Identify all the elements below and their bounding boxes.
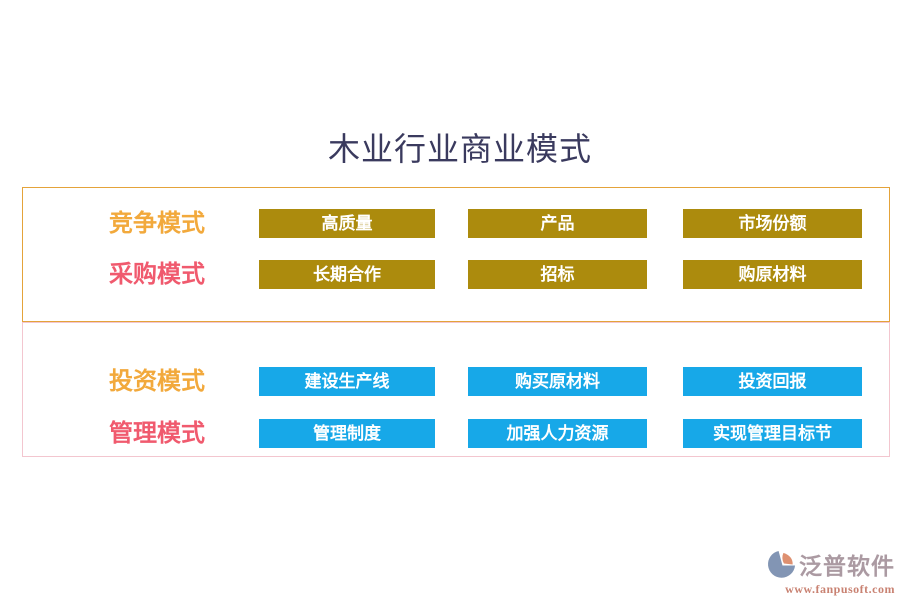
button-build-production-line[interactable]: 建设生产线 <box>259 367 435 396</box>
label-investment-mode: 投资模式 <box>109 369 205 395</box>
button-purchase-raw-materials[interactable]: 购原材料 <box>683 260 862 289</box>
lower-section-box: 投资模式 建设生产线 购买原材料 投资回报 管理模式 管理制度 加强人力资源 实… <box>22 322 890 457</box>
button-high-quality[interactable]: 高质量 <box>259 209 435 238</box>
procurement-mode-row: 采购模式 长期合作 招标 购原材料 <box>23 260 889 290</box>
management-mode-row: 管理模式 管理制度 加强人力资源 实现管理目标节 <box>23 419 889 449</box>
label-management-mode: 管理模式 <box>109 421 205 447</box>
button-strengthen-hr[interactable]: 加强人力资源 <box>468 419 647 448</box>
vendor-watermark: 泛普软件 www.fanpusoft.com <box>755 547 895 597</box>
upper-section-box: 竞争模式 高质量 产品 市场份额 采购模式 长期合作 招标 购原材料 <box>22 187 890 322</box>
fanpusoft-logo-icon <box>767 550 796 578</box>
vendor-url: www.fanpusoft.com <box>785 582 895 596</box>
button-buy-raw-materials[interactable]: 购买原材料 <box>468 367 647 396</box>
button-achieve-management-goals[interactable]: 实现管理目标节 <box>683 419 862 448</box>
button-long-term-cooperation[interactable]: 长期合作 <box>259 260 435 289</box>
label-procurement-mode: 采购模式 <box>109 262 205 288</box>
investment-mode-row: 投资模式 建设生产线 购买原材料 投资回报 <box>23 367 889 397</box>
button-market-share[interactable]: 市场份额 <box>683 209 862 238</box>
page-title: 木业行业商业模式 <box>327 131 592 167</box>
button-management-system[interactable]: 管理制度 <box>259 419 435 448</box>
button-product[interactable]: 产品 <box>468 209 647 238</box>
label-competition-mode: 竞争模式 <box>109 211 205 237</box>
button-bidding[interactable]: 招标 <box>468 260 647 289</box>
vendor-name: 泛普软件 <box>799 554 895 579</box>
button-investment-return[interactable]: 投资回报 <box>683 367 862 396</box>
competition-mode-row: 竞争模式 高质量 产品 市场份额 <box>23 209 889 239</box>
